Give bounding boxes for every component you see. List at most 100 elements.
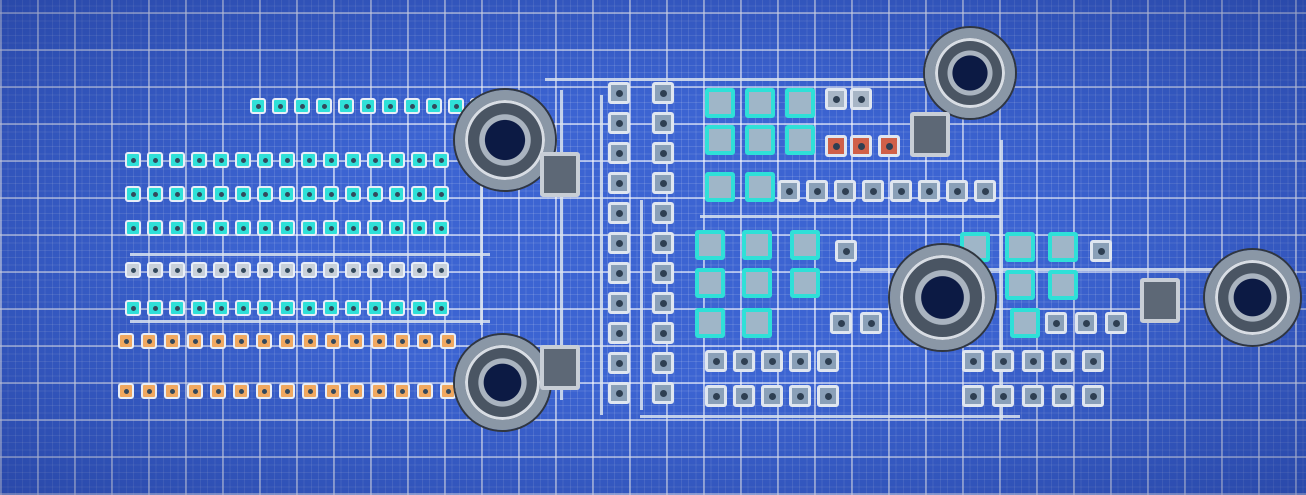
storage-box[interactable] [817,350,839,372]
storage-box[interactable] [652,232,674,254]
sorter-module[interactable] [825,88,847,110]
assembler[interactable] [147,300,163,316]
conveyor-belt[interactable] [860,268,1260,271]
assembler[interactable] [125,186,141,202]
smelter[interactable] [164,383,180,399]
assembler[interactable] [367,152,383,168]
assembler[interactable] [213,220,229,236]
storage-box[interactable] [761,350,783,372]
smelter[interactable] [187,333,203,349]
assembler[interactable] [147,186,163,202]
storage-box[interactable] [705,350,727,372]
sorter-stack[interactable] [323,262,339,278]
sorter-stack[interactable] [235,262,251,278]
conveyor-belt[interactable] [640,415,1020,418]
storage-box[interactable] [778,180,800,202]
assembler[interactable] [257,300,273,316]
assembler[interactable] [191,300,207,316]
conveyor-belt[interactable] [600,95,603,415]
station-dock[interactable] [540,345,580,390]
storage-box[interactable] [608,292,630,314]
station-dock[interactable] [910,112,950,157]
storage-box[interactable] [652,142,674,164]
smelter[interactable] [233,383,249,399]
storage-box[interactable] [608,202,630,224]
smelter[interactable] [141,383,157,399]
smelter[interactable] [210,333,226,349]
smelter[interactable] [394,383,410,399]
assembler[interactable] [301,220,317,236]
smelter[interactable] [394,333,410,349]
storage-box[interactable] [834,180,856,202]
storage-box[interactable] [608,82,630,104]
storage-box[interactable] [608,232,630,254]
assembler[interactable] [360,98,376,114]
assembler-large[interactable] [1048,270,1078,300]
assembler-large[interactable] [742,230,772,260]
smelter[interactable] [325,333,341,349]
storage-box[interactable] [862,180,884,202]
station-dock[interactable] [540,152,580,197]
conveyor-belt[interactable] [560,90,563,400]
smelter[interactable] [256,383,272,399]
ray-receiver[interactable] [890,245,995,350]
assembler[interactable] [147,220,163,236]
assembler[interactable] [433,186,449,202]
assembler[interactable] [367,300,383,316]
storage-box[interactable] [1082,385,1104,407]
smelter[interactable] [371,333,387,349]
sorter-stack[interactable] [125,262,141,278]
sorter-module[interactable] [850,135,872,157]
storage-box[interactable] [608,172,630,194]
assembler[interactable] [257,152,273,168]
smelter[interactable] [141,333,157,349]
smelter[interactable] [118,383,134,399]
sorter-stack[interactable] [301,262,317,278]
assembler[interactable] [382,98,398,114]
storage-box[interactable] [608,322,630,344]
storage-box[interactable] [789,350,811,372]
assembler[interactable] [389,186,405,202]
assembler[interactable] [213,152,229,168]
sorter-stack[interactable] [279,262,295,278]
assembler[interactable] [389,152,405,168]
sorter-module[interactable] [1105,312,1127,334]
assembler-large[interactable] [695,230,725,260]
assembler[interactable] [433,152,449,168]
assembler-large[interactable] [745,88,775,118]
assembler[interactable] [257,220,273,236]
sorter-stack[interactable] [191,262,207,278]
smelter[interactable] [302,333,318,349]
station-dock[interactable] [1140,278,1180,323]
storage-box[interactable] [817,385,839,407]
assembler[interactable] [272,98,288,114]
storage-box[interactable] [652,172,674,194]
assembler[interactable] [345,152,361,168]
storage-box[interactable] [652,112,674,134]
assembler[interactable] [279,300,295,316]
ray-receiver[interactable] [1205,250,1300,345]
smelter[interactable] [371,383,387,399]
assembler-large[interactable] [705,125,735,155]
assembler[interactable] [301,300,317,316]
sorter-module[interactable] [878,135,900,157]
smelter[interactable] [417,383,433,399]
assembler[interactable] [191,220,207,236]
smelter[interactable] [302,383,318,399]
assembler[interactable] [235,186,251,202]
storage-box[interactable] [608,262,630,284]
assembler[interactable] [345,220,361,236]
storage-box[interactable] [946,180,968,202]
storage-box[interactable] [789,385,811,407]
assembler[interactable] [345,186,361,202]
assembler[interactable] [323,220,339,236]
assembler[interactable] [147,152,163,168]
assembler-large[interactable] [695,308,725,338]
assembler-large[interactable] [742,268,772,298]
assembler[interactable] [448,98,464,114]
assembler[interactable] [426,98,442,114]
smelter[interactable] [325,383,341,399]
smelter[interactable] [233,333,249,349]
conveyor-belt[interactable] [130,320,490,323]
ray-receiver[interactable] [455,90,555,190]
